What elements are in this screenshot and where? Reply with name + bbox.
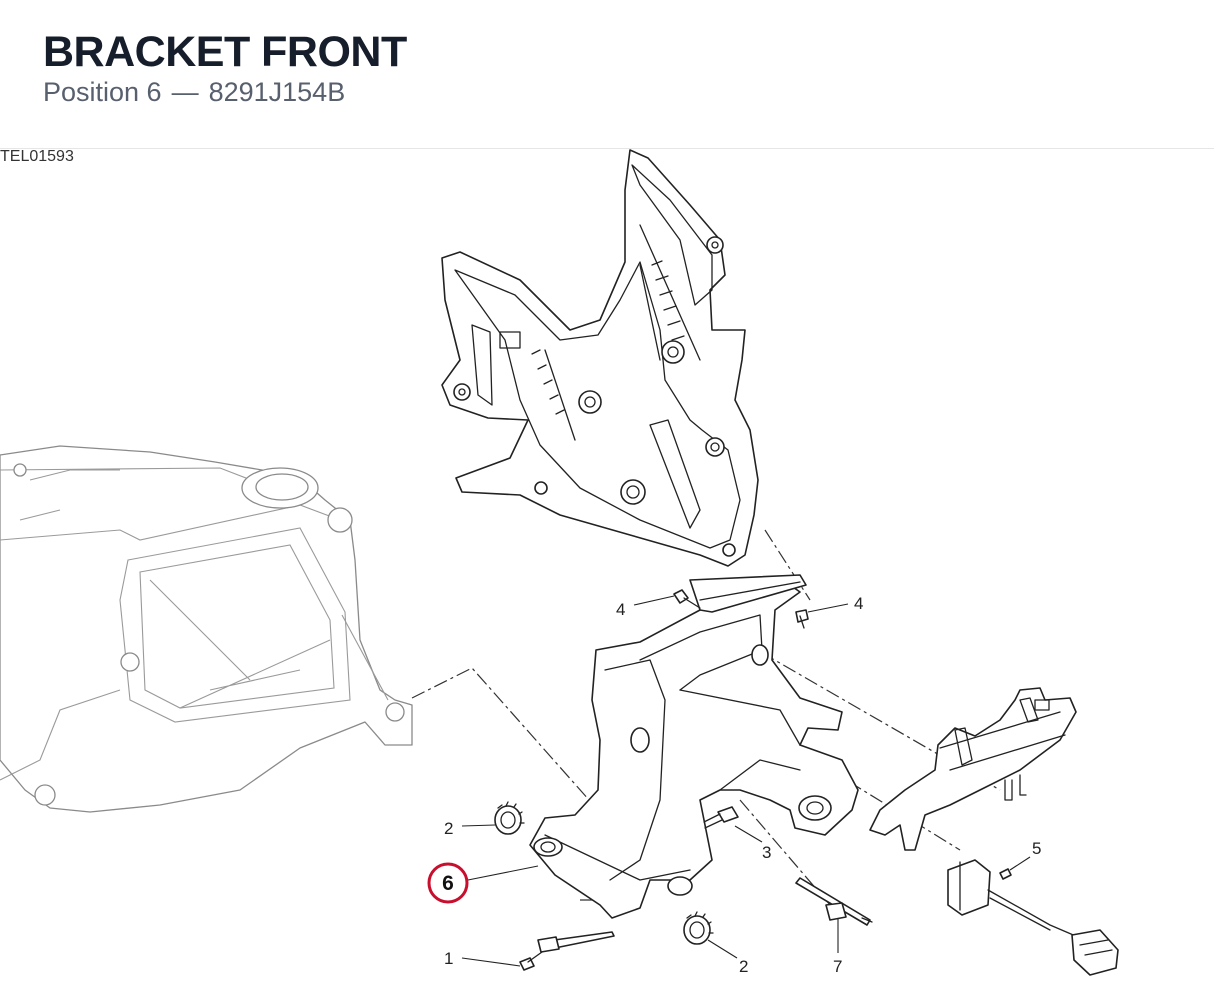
position-label: Position 6 — [43, 77, 162, 107]
part-number: 8291J154B — [208, 77, 346, 107]
callout-4b: 4 — [854, 594, 863, 613]
bracket-front-drawing — [529, 574, 859, 919]
leader-3 — [734, 825, 763, 843]
main-frame-drawing — [0, 445, 413, 813]
callout-5: 5 — [1032, 839, 1041, 858]
module-bracket-drawing — [869, 687, 1077, 851]
callout-2a: 2 — [444, 819, 453, 838]
cable-ties-drawing — [519, 877, 873, 971]
drawing-code: TEL01593 — [0, 148, 74, 165]
leader-4b — [807, 603, 849, 613]
callout-3: 3 — [762, 843, 771, 862]
leader-2a — [461, 824, 496, 827]
callout-2b: 2 — [739, 957, 748, 976]
leader-2b — [707, 939, 738, 959]
leader-1 — [461, 957, 521, 967]
fairing-bracket-drawing — [441, 149, 759, 567]
subtitle-separator: — — [171, 77, 199, 107]
page-header: BRACKET FRONT Position 6 — 8291J154B — [0, 0, 1214, 149]
screws-drawing — [673, 589, 809, 829]
sensor-harness-drawing — [947, 859, 1119, 976]
callout-7: 7 — [833, 957, 842, 976]
callout-6-highlight-ring — [427, 862, 469, 904]
callout-6: 6 — [442, 872, 454, 895]
leader-4a — [633, 595, 675, 606]
callouts: 1 2 2 3 4 4 5 6 7 — [427, 594, 1041, 976]
leader-5 — [1009, 856, 1031, 871]
page-title: BRACKET FRONT — [43, 28, 407, 76]
rubber-grommets-drawing — [494, 801, 714, 945]
page-subtitle: Position 6 — 8291J154B — [43, 77, 345, 108]
callout-4a: 4 — [616, 600, 625, 619]
callout-1: 1 — [444, 949, 453, 968]
leader-6 — [467, 865, 539, 881]
